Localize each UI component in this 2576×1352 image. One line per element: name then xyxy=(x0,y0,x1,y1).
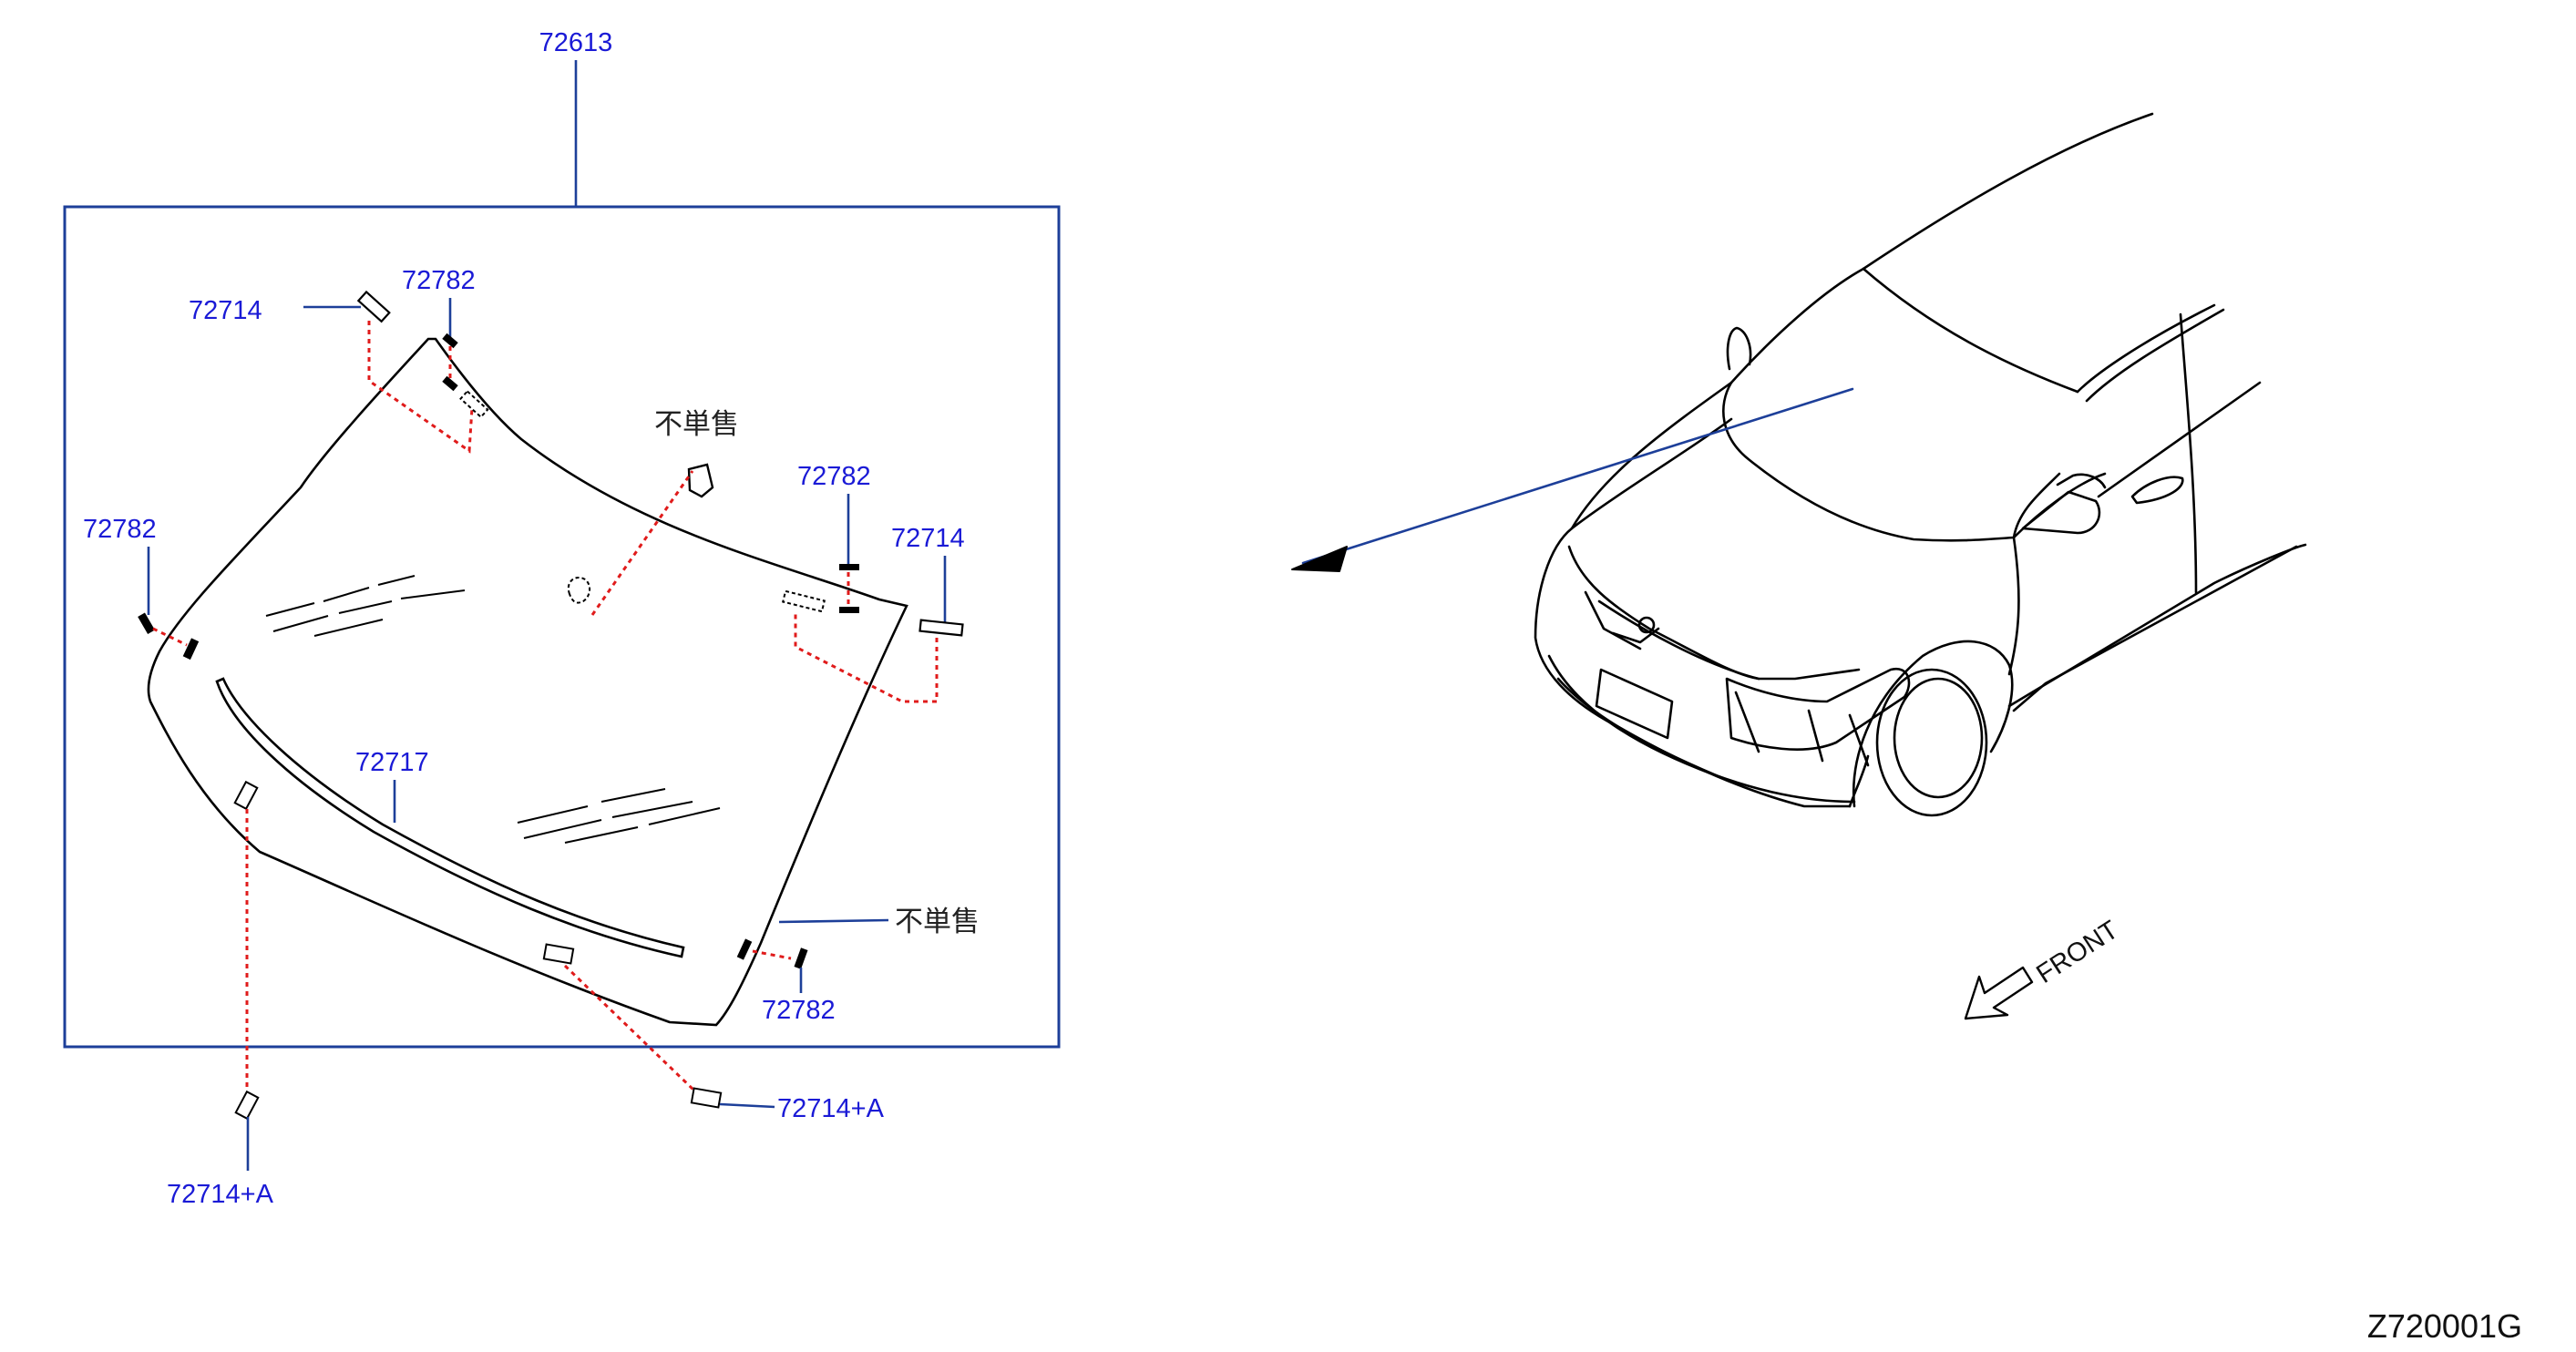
car-headlight xyxy=(1725,667,1911,751)
clip-bottom-left-icon[interactable] xyxy=(234,1090,260,1121)
clip-bottom-center-installed-icon xyxy=(542,943,575,965)
car-roof-line xyxy=(1862,112,2154,271)
spacer-bottom-right-installed-icon xyxy=(736,938,753,960)
callout-clip-right[interactable]: 72714 xyxy=(891,524,965,553)
car-wheel xyxy=(1875,668,1988,817)
dotted-spacer-bottom-right xyxy=(752,949,792,960)
windshield-molding-strip xyxy=(215,677,685,958)
locator-leader-line xyxy=(1301,387,1854,565)
clip-bottom-center-icon[interactable] xyxy=(690,1087,723,1109)
glass-reflection-marks xyxy=(265,575,721,844)
callout-spacer-top-center[interactable]: 72782 xyxy=(402,266,476,295)
sensor-bracket-icon[interactable] xyxy=(687,463,714,498)
callout-clip-bottom-left[interactable]: 72714+A xyxy=(167,1180,274,1209)
leader-not-sold-separately-right xyxy=(778,918,889,924)
callout-clip-top-left[interactable]: 72714 xyxy=(189,296,262,325)
car-a-pillar xyxy=(1862,267,2079,394)
locator-arrow-head xyxy=(1291,546,1348,572)
callout-clip-bottom-center[interactable]: 72714+A xyxy=(777,1094,885,1123)
dotted-clip-bottom-center xyxy=(563,964,697,1093)
clip-right-icon[interactable] xyxy=(919,619,964,637)
dotted-clip-right xyxy=(794,612,939,703)
assembly-frame xyxy=(63,205,1061,1049)
front-direction-indicator: FRONT xyxy=(1964,915,2124,1020)
dotted-spacer-left xyxy=(152,627,188,647)
clip-top-left-icon[interactable] xyxy=(356,290,391,323)
not-sold-separately-note-top: 不単售 xyxy=(654,408,739,441)
car-antenna xyxy=(1726,326,1752,371)
callout-spacer-bottom-right[interactable]: 72782 xyxy=(762,996,836,1025)
assembly-part-number[interactable]: 72613 xyxy=(539,28,613,57)
front-label: FRONT xyxy=(2031,915,2123,988)
dotted-clip-top-left xyxy=(367,321,474,454)
spacer-left-icon[interactable] xyxy=(138,612,155,635)
car-windshield-top xyxy=(1729,267,1865,384)
not-sold-separately-note-right: 不単售 xyxy=(895,906,980,938)
spacer-right-top-icon[interactable] xyxy=(839,564,859,570)
car-side-line xyxy=(2007,472,2061,676)
spacer-top-center-installed-icon xyxy=(442,375,458,392)
car-logo xyxy=(1637,616,1656,634)
spacer-top-center-icon[interactable] xyxy=(442,333,458,349)
car-front-fascia xyxy=(1534,527,1852,808)
windshield-panel: 72613 不単售 72714 xyxy=(63,28,1061,1209)
windshield-glass-outline xyxy=(147,337,908,1027)
car-license-plate xyxy=(1595,668,1674,740)
clip-top-left-installed-icon xyxy=(459,390,489,419)
callout-spacer-left[interactable]: 72782 xyxy=(83,515,157,544)
car-wheel-arch xyxy=(1852,640,2011,808)
spacer-left-installed-icon xyxy=(182,638,200,661)
spacer-right-top-installed-icon xyxy=(839,607,859,613)
clip-right-installed-icon xyxy=(781,589,826,613)
callout-spacer-right-top[interactable]: 72782 xyxy=(797,462,871,491)
spacer-bottom-right-icon[interactable] xyxy=(794,947,808,969)
car-door-handle xyxy=(2130,476,2184,505)
front-arrow-icon xyxy=(1964,966,2034,1020)
callout-molding[interactable]: 72717 xyxy=(355,748,429,777)
vehicle-locator xyxy=(1291,112,2307,817)
car-side-mirror xyxy=(2056,473,2107,489)
car-hood-edge xyxy=(1570,381,1733,530)
clip-bottom-left-installed-icon xyxy=(233,780,259,811)
sensor-bracket-hidden-icon xyxy=(567,577,590,604)
sensor-bracket-dotted-line xyxy=(590,470,694,616)
leader-clip-bottom-center xyxy=(719,1102,775,1109)
diagram-code: Z720001G xyxy=(2367,1307,2522,1345)
car-door-line xyxy=(2179,312,2198,594)
